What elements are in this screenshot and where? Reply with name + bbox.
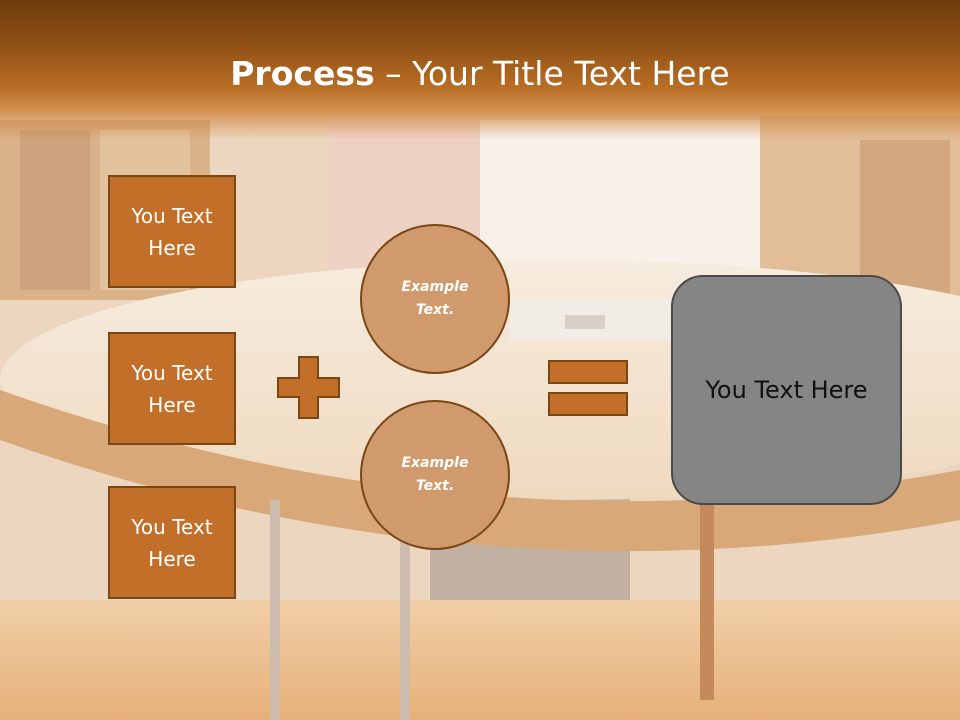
input-box-2: You Text Here — [108, 332, 236, 445]
input-box-1: You Text Here — [108, 175, 236, 288]
example-circle-label: Example Text. — [401, 455, 469, 494]
slide-title: Process – Your Title Text Here — [0, 52, 960, 96]
input-box-label: You Text Here — [131, 514, 213, 571]
equals-icon — [548, 360, 628, 416]
input-box-label: You Text Here — [131, 360, 213, 417]
example-circle-2: Example Text. — [360, 400, 510, 550]
title-bold: Process — [230, 54, 375, 93]
input-box-label: You Text Here — [131, 203, 213, 260]
plus-icon — [277, 356, 340, 419]
input-box-3: You Text Here — [108, 486, 236, 599]
result-label: You Text Here — [705, 376, 868, 404]
result-box: You Text Here — [671, 275, 902, 505]
example-circle-1: Example Text. — [360, 224, 510, 374]
title-rest: – Your Title Text Here — [374, 54, 730, 93]
header-band — [0, 0, 960, 140]
example-circle-label: Example Text. — [401, 279, 469, 318]
